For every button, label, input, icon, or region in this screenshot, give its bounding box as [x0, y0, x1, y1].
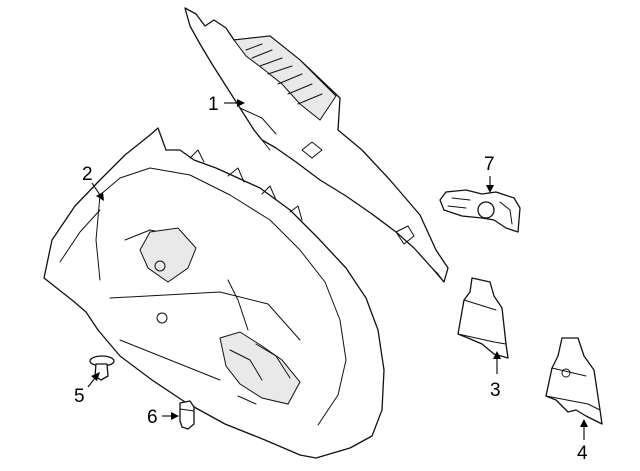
- leader-2: [91, 182, 104, 201]
- callout-4: 4: [577, 443, 588, 464]
- part-7-connector: [439, 189, 521, 233]
- leader-4: [580, 419, 588, 440]
- callout-7: 7: [484, 154, 495, 175]
- part-4-bracket: [545, 337, 603, 425]
- callout-6: 6: [147, 407, 158, 428]
- part-1-upper-trim-panel: [184, 7, 449, 283]
- part-3-bracket: [457, 277, 509, 359]
- leader-5: [87, 372, 100, 388]
- callout-1: 1: [208, 94, 219, 115]
- part-2-lower-trim-panel: [43, 127, 385, 459]
- leader-7: [486, 176, 494, 193]
- leader-1: [224, 99, 245, 107]
- part-6-clip: [179, 400, 195, 430]
- callout-5: 5: [74, 386, 85, 407]
- callout-3: 3: [490, 380, 501, 401]
- callout-2: 2: [82, 164, 93, 185]
- leader-6: [162, 412, 179, 420]
- leader-3: [493, 351, 501, 374]
